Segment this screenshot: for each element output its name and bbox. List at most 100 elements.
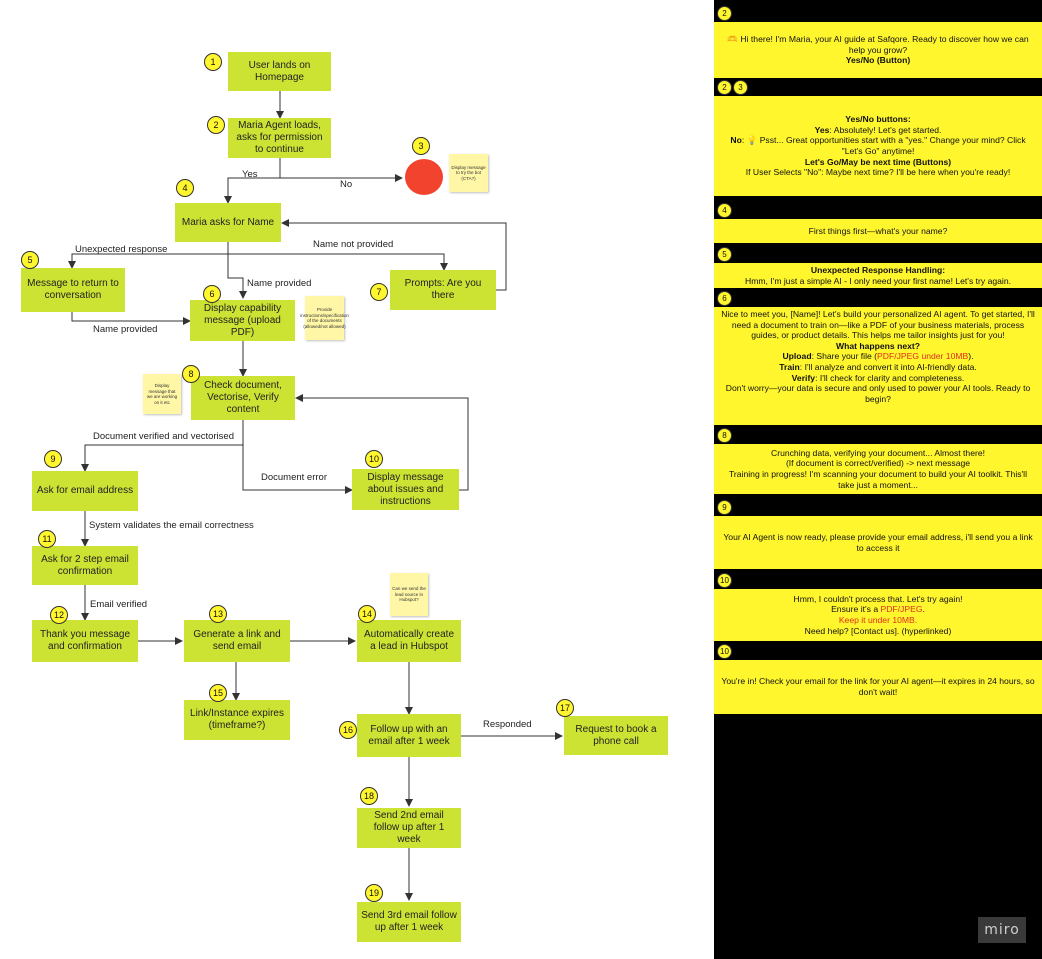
node-link-expires[interactable]: Link/Instance expires (timeframe?): [184, 700, 290, 740]
step-badge-17: 17: [556, 699, 574, 717]
error-line-4: Need help? [Contact us]. (hyperlinked): [804, 625, 952, 636]
card-header: 2: [714, 4, 1042, 22]
message-card-unexpected[interactable]: 5 Unexpected Response Handling: Hmm, I'm…: [714, 245, 1042, 288]
edge-5-6: [71, 312, 191, 325]
edge-label-doc-error: Document error: [261, 472, 327, 483]
step-badge-1: 1: [204, 53, 222, 71]
card-badge: 6: [717, 291, 732, 306]
card-badge: 2: [717, 6, 732, 21]
card-body: First things first—what's your name?: [714, 219, 1042, 243]
edge-label-validates: System validates the email correctness: [89, 520, 254, 531]
stop-circle[interactable]: [405, 159, 443, 195]
message-card-processing[interactable]: 8 Crunching data, verifying your documen…: [714, 426, 1042, 494]
step-badge-3: 3: [412, 137, 430, 155]
processing-line-3: Training in progress! I'm scanning your …: [729, 469, 1027, 490]
edge-label-responded: Responded: [483, 719, 532, 730]
node-follow-up-3[interactable]: Send 3rd email follow up after 1 week: [357, 902, 461, 942]
error-line-3: Keep it under 10MB.: [838, 615, 918, 625]
card-header: 6: [714, 289, 1042, 307]
node-return-message[interactable]: Message to return to conversation: [21, 268, 125, 312]
card-body: Your AI Agent is now ready, please provi…: [714, 516, 1042, 569]
card-body: Unexpected Response Handling: Hmm, I'm j…: [714, 263, 1042, 288]
edge-label-name-provided-6: Name provided: [247, 278, 312, 289]
step-badge-2: 2: [207, 116, 225, 134]
step-badge-13: 13: [209, 605, 227, 623]
node-are-you-there[interactable]: Prompts: Are you there: [390, 270, 496, 310]
sticky-note-lead-source[interactable]: Can we send the lead source in Hubspot?: [390, 573, 428, 616]
card-header: 9: [714, 498, 1042, 516]
ask-name-text: First things first—what's your name?: [808, 225, 948, 236]
lets-go-heading: Let's Go/May be next time (Buttons): [804, 156, 952, 167]
step-badge-6: 6: [203, 285, 221, 303]
connector-layer: [68, 91, 563, 901]
no-line: No: 💡 Psst... Great opportunities start …: [730, 135, 1026, 156]
greeting-buttons-note: Yes/No (Button): [845, 55, 911, 66]
step-badge-15: 15: [209, 684, 227, 702]
greeting-text: 🫶 Hi there! I'm Maria, your AI guide at …: [727, 34, 1029, 55]
edge-label-doc-verified: Document verified and vectorised: [93, 431, 234, 442]
capability-intro: Nice to meet you, [Name]! Let's build yo…: [721, 309, 1035, 341]
flow-canvas: User lands on Homepage Maria Agent loads…: [21, 52, 668, 942]
email-request-text: Your AI Agent is now ready, please provi…: [723, 531, 1033, 553]
node-2step-confirm[interactable]: Ask for 2 step email confirmation: [32, 546, 138, 585]
edge-label-yes: Yes: [242, 169, 258, 180]
edge-label-name-provided-5: Name provided: [93, 324, 158, 335]
processing-line-2: (If document is correct/verified) -> nex…: [785, 458, 971, 469]
card-header: 8: [714, 426, 1042, 444]
edge-10-8: [295, 394, 469, 491]
card-badge: 8: [717, 428, 732, 443]
node-ask-name[interactable]: Maria asks for Name: [175, 203, 281, 242]
card-body: Nice to meet you, [Name]! Let's build yo…: [714, 307, 1042, 425]
node-generate-link[interactable]: Generate a link and send email: [184, 620, 290, 662]
edge-label-email-verified: Email verified: [90, 599, 148, 610]
sticky-note-doc-spec[interactable]: Provide instructions/specification of th…: [300, 296, 349, 340]
message-panel: 2 🫶 Hi there! I'm Maria, your AI guide a…: [714, 0, 1042, 959]
node-create-lead[interactable]: Automatically create a lead in Hubspot: [357, 620, 461, 662]
step-badge-11: 11: [38, 530, 56, 548]
step-badge-18: 18: [360, 787, 378, 805]
edge-label-no: No: [340, 179, 353, 190]
node-thank-you[interactable]: Thank you message and confirmation: [32, 620, 138, 662]
card-body: You're in! Check your email for the link…: [714, 660, 1042, 714]
card-header: 4: [714, 201, 1042, 219]
card-badge: 10: [717, 644, 732, 659]
verify-line: Verify: I'll check for clarity and compl…: [791, 372, 965, 383]
processing-line-1: Crunching data, verifying your document.…: [771, 447, 985, 458]
message-card-error[interactable]: 10 Hmm, I couldn't process that. Let's t…: [714, 571, 1042, 641]
node-ask-email[interactable]: Ask for email address: [32, 471, 138, 511]
message-card-done[interactable]: 10 You're in! Check your email for the l…: [714, 642, 1042, 714]
yes-no-heading: Yes/No buttons:: [845, 114, 911, 125]
done-text: You're in! Check your email for the link…: [721, 676, 1035, 697]
node-user-lands[interactable]: User lands on Homepage: [228, 52, 331, 91]
message-card-email[interactable]: 9 Your AI Agent is now ready, please pro…: [714, 498, 1042, 569]
edge-4-7: [228, 253, 448, 271]
upload-line: Upload: Share your file (PDF/JPEG under …: [782, 351, 974, 362]
edge-8-10: [242, 420, 353, 494]
card-badge: 4: [717, 203, 732, 218]
node-issue-message[interactable]: Display message about issues and instruc…: [352, 469, 459, 510]
edge-label-unexpected: Unexpected response: [75, 244, 168, 255]
node-capability-message[interactable]: Display capability message (upload PDF): [190, 300, 295, 341]
card-body: 🫶 Hi there! I'm Maria, your AI guide at …: [714, 22, 1042, 78]
sticky-note-working[interactable]: Display message that we are working on i…: [143, 374, 181, 414]
message-card-capability[interactable]: 6 Nice to meet you, [Name]! Let's build …: [714, 289, 1042, 425]
card-header: 10: [714, 642, 1042, 660]
message-card-yes-no[interactable]: 2 3 Yes/No buttons: Yes: Absolutely! Let…: [714, 78, 1042, 196]
unexpected-text: Hmm, I'm just a simple AI - I only need …: [745, 275, 1011, 286]
card-body: Yes/No buttons: Yes: Absolutely! Let's g…: [714, 96, 1042, 196]
step-badge-9: 9: [44, 450, 62, 468]
node-phone-call[interactable]: Request to book a phone call: [564, 716, 668, 755]
node-permission[interactable]: Maria Agent loads, asks for permission t…: [228, 118, 331, 158]
step-badge-8: 8: [182, 365, 200, 383]
edge-4-6: [227, 242, 247, 299]
card-header: 10: [714, 571, 1042, 589]
message-card-greeting[interactable]: 2 🫶 Hi there! I'm Maria, your AI guide a…: [714, 4, 1042, 78]
no-fallback-line: If User Selects "No": Maybe next time? I…: [745, 167, 1011, 178]
sticky-note-cta[interactable]: Display message to try the bot (CTA?): [449, 154, 488, 192]
node-check-document[interactable]: Check document, Vectorise, Verify conten…: [191, 376, 295, 420]
node-follow-up-1[interactable]: Follow up with an email after 1 week: [357, 714, 461, 757]
step-badge-7: 7: [370, 283, 388, 301]
node-follow-up-2[interactable]: Send 2nd email follow up after 1 week: [357, 808, 461, 848]
train-line: Train: I'll analyze and convert it into …: [779, 361, 977, 372]
message-card-ask-name[interactable]: 4 First things first—what's your name?: [714, 201, 1042, 243]
